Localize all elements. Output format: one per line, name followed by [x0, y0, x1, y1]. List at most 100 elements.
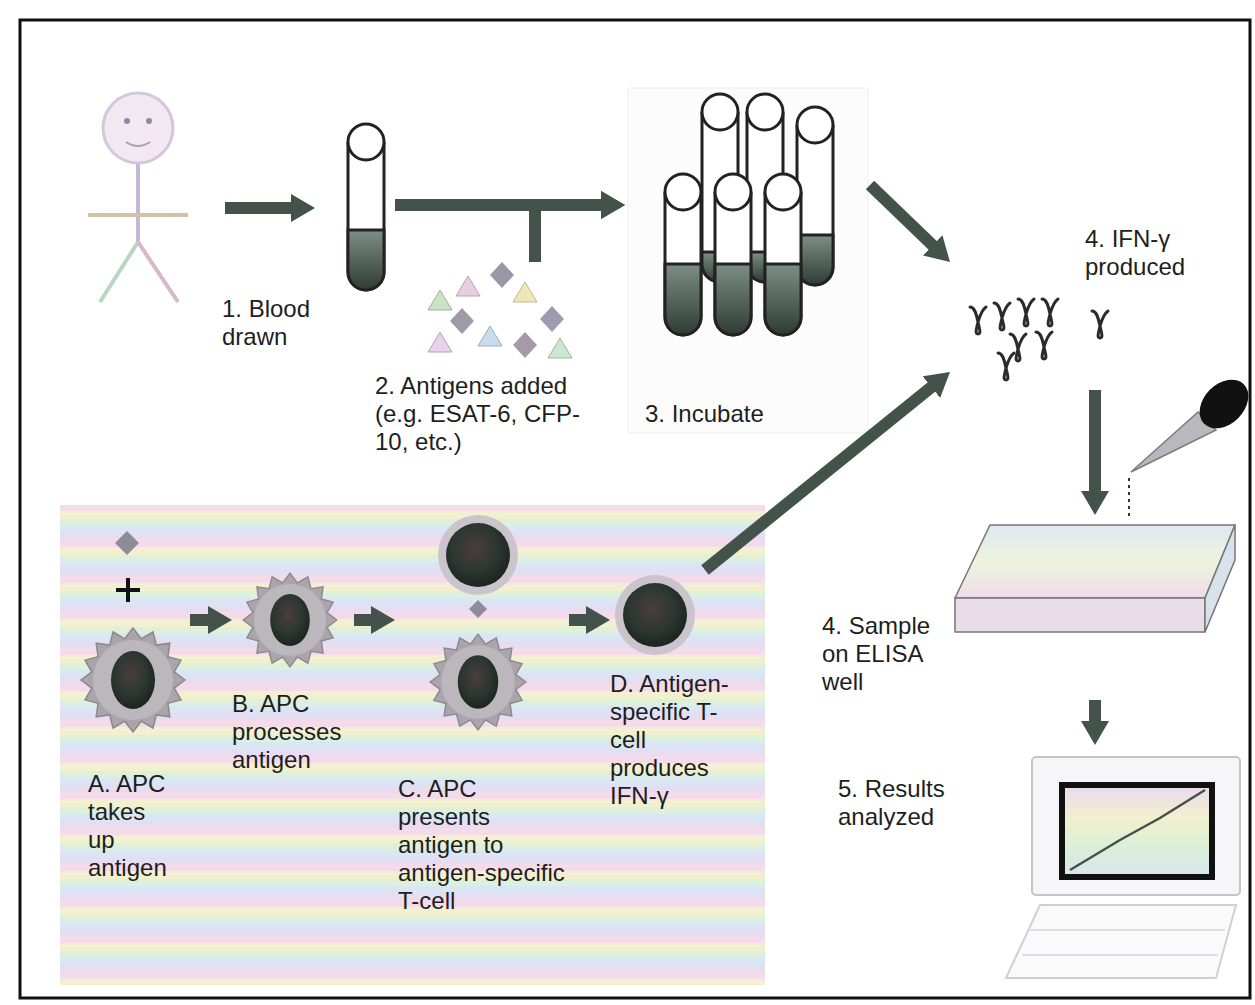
presentation-cells [430, 634, 526, 730]
incubation-tubes [765, 192, 801, 335]
antigen-shapes [490, 262, 514, 288]
patient-figure [146, 118, 152, 124]
antigen-presentation-step: C. APC presents antigen to antigen-speci… [395, 510, 569, 920]
ifn-gamma-molecules [970, 299, 1108, 380]
elisa-plate [1205, 525, 1235, 632]
incubation-tubes [765, 264, 801, 335]
ifn-gamma-molecules [1018, 299, 1034, 326]
incubation-tubes [665, 264, 701, 335]
blood-tube [348, 124, 384, 290]
step-caption: 4. IFN-γ produced [1085, 225, 1240, 281]
ifn-gamma-molecules [970, 307, 986, 334]
antigen-shapes [478, 326, 502, 346]
step-caption: 4. Sample on ELISA well [822, 612, 947, 696]
incubate-background [628, 88, 868, 433]
computer [1062, 785, 1212, 877]
incubation-tubes [665, 174, 701, 335]
elisa-plate [955, 525, 1235, 598]
incubation-tubes [702, 94, 738, 130]
antigen-uptake-cell [116, 588, 140, 592]
computer [1006, 757, 1240, 978]
responding-tcell [615, 575, 695, 655]
results-step: 5. Results analyzed [830, 745, 1246, 990]
antigen-step: 2. Antigens added (e.g. ESAT-6, CFP-10, … [370, 262, 615, 465]
antigen-shapes [540, 306, 564, 332]
patient-figure [136, 163, 140, 242]
antigen-shapes [456, 276, 480, 296]
blood-tube [348, 230, 384, 290]
flow-arrow [1089, 390, 1101, 493]
elisa-step: 4. Sample on ELISA well [815, 515, 1240, 700]
step-caption: 5. Results analyzed [838, 775, 978, 831]
apc-uptake-step: A. APC takes up antigen [80, 525, 190, 895]
computer [1022, 954, 1218, 956]
ifn-gamma-molecules [998, 353, 1014, 380]
incubation-tubes [715, 174, 751, 210]
patient-figure [124, 118, 130, 124]
antigen-uptake-cell [115, 531, 139, 555]
presentation-cells [438, 515, 518, 595]
elisa-plate [955, 598, 1205, 632]
flow-arrow [535, 205, 603, 262]
antigen-shapes [513, 332, 537, 358]
incubation-tubes [765, 174, 801, 210]
incubation-tubes [797, 107, 833, 143]
mechanism-panel [60, 505, 765, 985]
step-caption: C. APC presents antigen to antigen-speci… [398, 775, 567, 915]
processing-cell [243, 573, 337, 667]
step-caption: B. APC processes antigen [232, 690, 352, 774]
patient-figure [138, 242, 178, 302]
presentation-cells [430, 515, 526, 730]
tcell-response-step: D. Antigen-specific T-cell produces IFN-… [610, 570, 742, 830]
antigen-shapes [548, 338, 572, 358]
flow-arrow [870, 185, 934, 247]
pipette [1129, 370, 1255, 520]
antigen-shapes [450, 308, 474, 334]
processing-cell [243, 573, 337, 667]
step-caption: A. APC takes up antigen [88, 770, 176, 882]
ifn-gamma-molecules [1010, 334, 1026, 361]
ifn-gamma-molecules [1042, 299, 1058, 326]
draw-arrow [225, 202, 293, 214]
blood-tube [348, 124, 384, 160]
incubation-tubes [715, 264, 751, 335]
incubation-tubes [665, 174, 701, 210]
computer [1030, 929, 1225, 931]
outer-frame [20, 20, 1250, 998]
blood-tube [348, 142, 384, 290]
patient-figure [88, 93, 188, 302]
apc-processing-step: B. APC processes antigen [232, 560, 354, 795]
computer [1032, 757, 1240, 895]
step-caption: D. Antigen-specific T-cell produces IFN-… [610, 670, 740, 810]
presentation-cells [469, 600, 487, 618]
ifn-gamma-molecules [1092, 311, 1108, 338]
step-caption: 1. Blood drawn [222, 295, 337, 351]
computer [1006, 905, 1236, 978]
incubation-tubes [765, 174, 801, 335]
incubation-tubes [665, 94, 833, 335]
step-caption: 2. Antigens added (e.g. ESAT-6, CFP-10, … [375, 372, 590, 456]
incubate-step: 3. Incubate [625, 85, 870, 435]
antigen-uptake-cell [81, 531, 185, 732]
antigen-shapes [428, 262, 572, 358]
flow-arrow [354, 614, 373, 626]
pipette [1190, 370, 1255, 438]
flow-arrow [569, 614, 588, 626]
incubation-tubes [715, 174, 751, 335]
computer [1070, 790, 1205, 870]
incubation-tubes [715, 192, 751, 335]
ifn-gamma-molecules [1036, 332, 1052, 359]
ifn-step: 4. IFN-γ produced [950, 225, 1246, 390]
flow-arrow [190, 614, 210, 626]
antigen-uptake-cell [81, 628, 185, 732]
pipette [1128, 478, 1130, 520]
antigen-shapes [428, 290, 452, 310]
elisa-plate [955, 525, 1235, 632]
incubation-tubes [665, 192, 701, 335]
blood-draw-step: 1. Blood drawn [215, 120, 395, 360]
incubation-tubes [747, 94, 783, 130]
responding-tcell [615, 575, 695, 655]
